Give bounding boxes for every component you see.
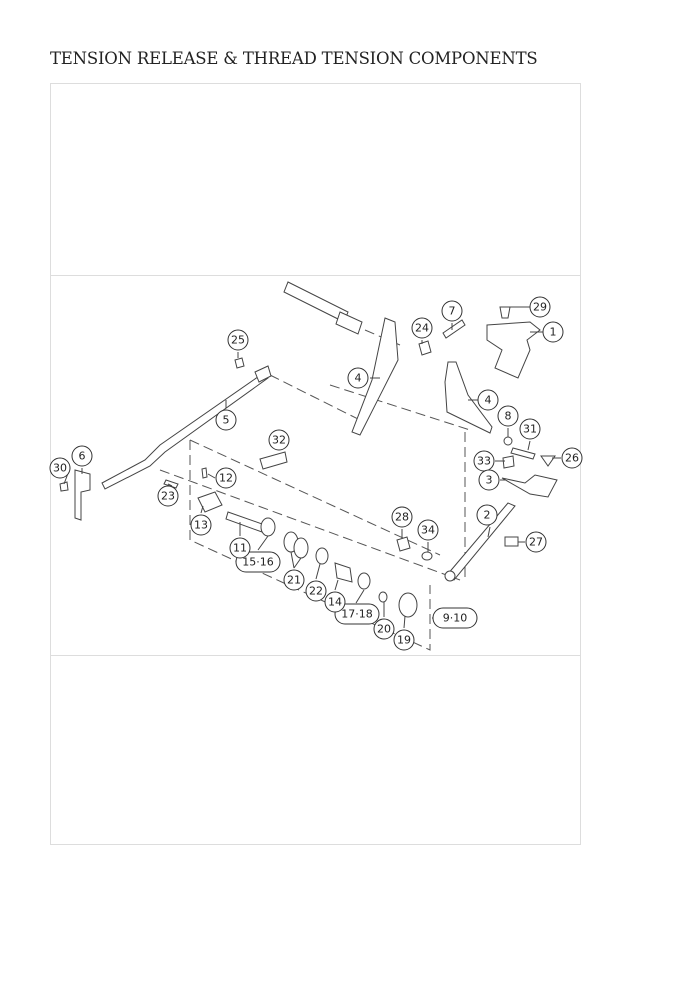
callout-33[interactable]: 33 <box>473 450 495 472</box>
callout-19[interactable]: 19 <box>393 629 415 651</box>
svg-text:6: 6 <box>79 450 86 463</box>
svg-text:29: 29 <box>533 301 547 314</box>
svg-text:22: 22 <box>309 585 323 598</box>
svg-text:17·18: 17·18 <box>341 608 373 621</box>
callout-17-18[interactable]: 17·18 <box>334 603 380 625</box>
svg-text:19: 19 <box>397 634 411 647</box>
callout-14[interactable]: 14 <box>324 591 346 613</box>
callout-7[interactable]: 7 <box>441 300 463 322</box>
svg-text:28: 28 <box>395 511 409 524</box>
callout-30[interactable]: 30 <box>49 457 71 479</box>
callout-11[interactable]: 11 <box>229 537 251 559</box>
callout-3[interactable]: 3 <box>478 469 500 491</box>
svg-text:14: 14 <box>328 596 342 609</box>
callout-27[interactable]: 27 <box>525 531 547 553</box>
callout-9-10[interactable]: 9·10 <box>432 607 478 629</box>
leader-lines <box>63 306 561 629</box>
callout-15-16[interactable]: 15·16 <box>235 551 281 573</box>
svg-text:3: 3 <box>486 474 493 487</box>
svg-text:24: 24 <box>415 322 429 335</box>
svg-text:26: 26 <box>565 452 579 465</box>
callout-4-left[interactable]: 4 <box>347 367 369 389</box>
svg-text:11: 11 <box>233 542 247 555</box>
svg-text:15·16: 15·16 <box>242 556 274 569</box>
callout-6[interactable]: 6 <box>71 445 93 467</box>
bracket-1 <box>486 321 541 379</box>
callout-1[interactable]: 1 <box>542 321 564 343</box>
callout-8[interactable]: 8 <box>497 405 519 427</box>
release-rod-5 <box>101 365 272 490</box>
callout-2[interactable]: 2 <box>476 504 498 526</box>
callout-5[interactable]: 5 <box>215 409 237 431</box>
divider <box>50 655 581 656</box>
svg-text:23: 23 <box>161 490 175 503</box>
callout-4-right[interactable]: 4 <box>477 389 499 411</box>
callout-32[interactable]: 32 <box>268 429 290 451</box>
svg-text:2: 2 <box>484 509 491 522</box>
svg-text:21: 21 <box>287 574 301 587</box>
svg-text:4: 4 <box>485 394 492 407</box>
callout-28[interactable]: 28 <box>391 506 413 528</box>
svg-text:1: 1 <box>550 326 557 339</box>
svg-text:4: 4 <box>355 372 362 385</box>
callout-34[interactable]: 34 <box>417 519 439 541</box>
svg-text:8: 8 <box>505 410 512 423</box>
callout-20[interactable]: 20 <box>373 618 395 640</box>
svg-text:5: 5 <box>223 414 230 427</box>
link-2 <box>444 502 516 582</box>
divider <box>50 275 581 276</box>
callouts: 1 29 7 24 4 4 8 31 26 33 3 2 27 28 34 9·… <box>49 296 583 651</box>
tension-assembly <box>197 491 418 618</box>
svg-text:33: 33 <box>477 455 491 468</box>
callout-25[interactable]: 25 <box>227 329 249 351</box>
plate-3 <box>501 474 558 498</box>
svg-text:30: 30 <box>53 462 67 475</box>
plate-4-left <box>351 317 399 436</box>
lever-6 <box>74 469 91 521</box>
svg-text:32: 32 <box>272 434 286 447</box>
svg-text:27: 27 <box>529 536 543 549</box>
page-title: TENSION RELEASE & THREAD TENSION COMPONE… <box>50 49 538 68</box>
svg-text:31: 31 <box>523 423 537 436</box>
svg-text:34: 34 <box>421 524 435 537</box>
callout-22[interactable]: 22 <box>305 580 327 602</box>
spring-7 <box>442 319 466 339</box>
callout-23[interactable]: 23 <box>157 485 179 507</box>
callout-21[interactable]: 21 <box>283 569 305 591</box>
svg-text:12: 12 <box>219 472 233 485</box>
callout-31[interactable]: 31 <box>519 418 541 440</box>
callout-13[interactable]: 13 <box>190 514 212 536</box>
svg-text:25: 25 <box>231 334 245 347</box>
svg-text:13: 13 <box>194 519 208 532</box>
svg-text:20: 20 <box>377 623 391 636</box>
svg-text:7: 7 <box>449 305 456 318</box>
callout-12[interactable]: 12 <box>215 467 237 489</box>
callout-24[interactable]: 24 <box>411 317 433 339</box>
screws <box>59 306 556 561</box>
plate-4-right <box>444 361 493 434</box>
callout-26[interactable]: 26 <box>561 447 583 469</box>
shaft <box>283 281 363 335</box>
callout-29[interactable]: 29 <box>529 296 551 318</box>
svg-text:9·10: 9·10 <box>443 612 468 625</box>
